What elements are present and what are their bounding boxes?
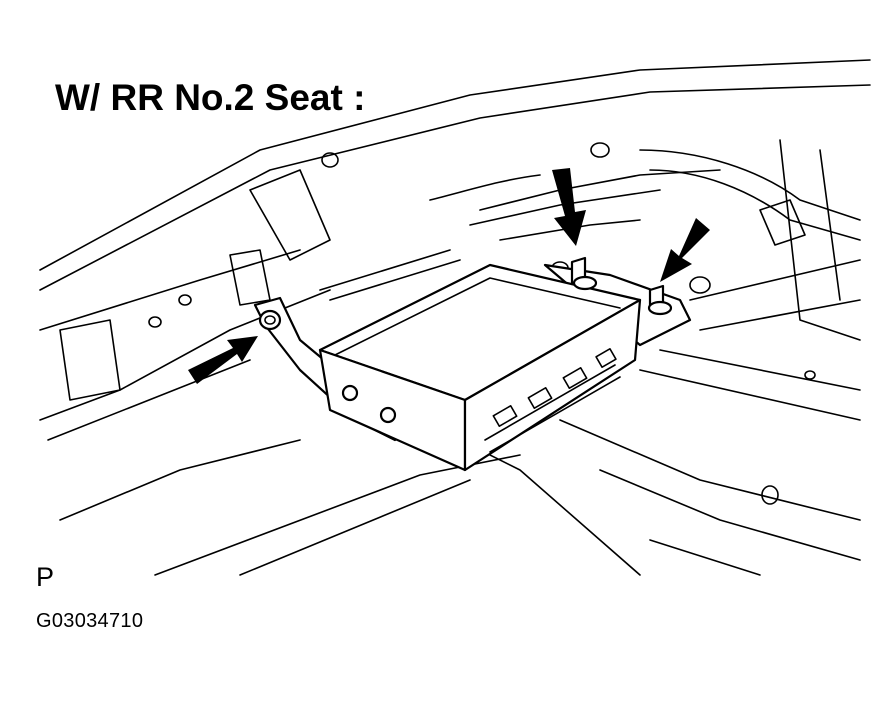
view-marker: P xyxy=(36,562,55,592)
callout-arrows xyxy=(188,168,710,384)
arrow-to-left-bolt xyxy=(188,336,258,384)
bracket-nut-middle xyxy=(341,384,359,402)
bracket-bolt-left xyxy=(258,309,282,331)
arrow-to-rear-right-bolt xyxy=(660,218,710,282)
arrow-to-rear-left-bolt xyxy=(552,168,586,246)
bracket-nut-lower xyxy=(379,406,397,424)
diagram-title: W/ RR No.2 Seat : xyxy=(55,76,372,120)
figure-code: G03034710 xyxy=(36,610,144,632)
ecu-bolt-rear-left xyxy=(572,275,598,291)
ecu-bolt-rear-right xyxy=(647,300,673,316)
fasteners xyxy=(258,256,673,424)
ecu-box xyxy=(318,263,642,472)
